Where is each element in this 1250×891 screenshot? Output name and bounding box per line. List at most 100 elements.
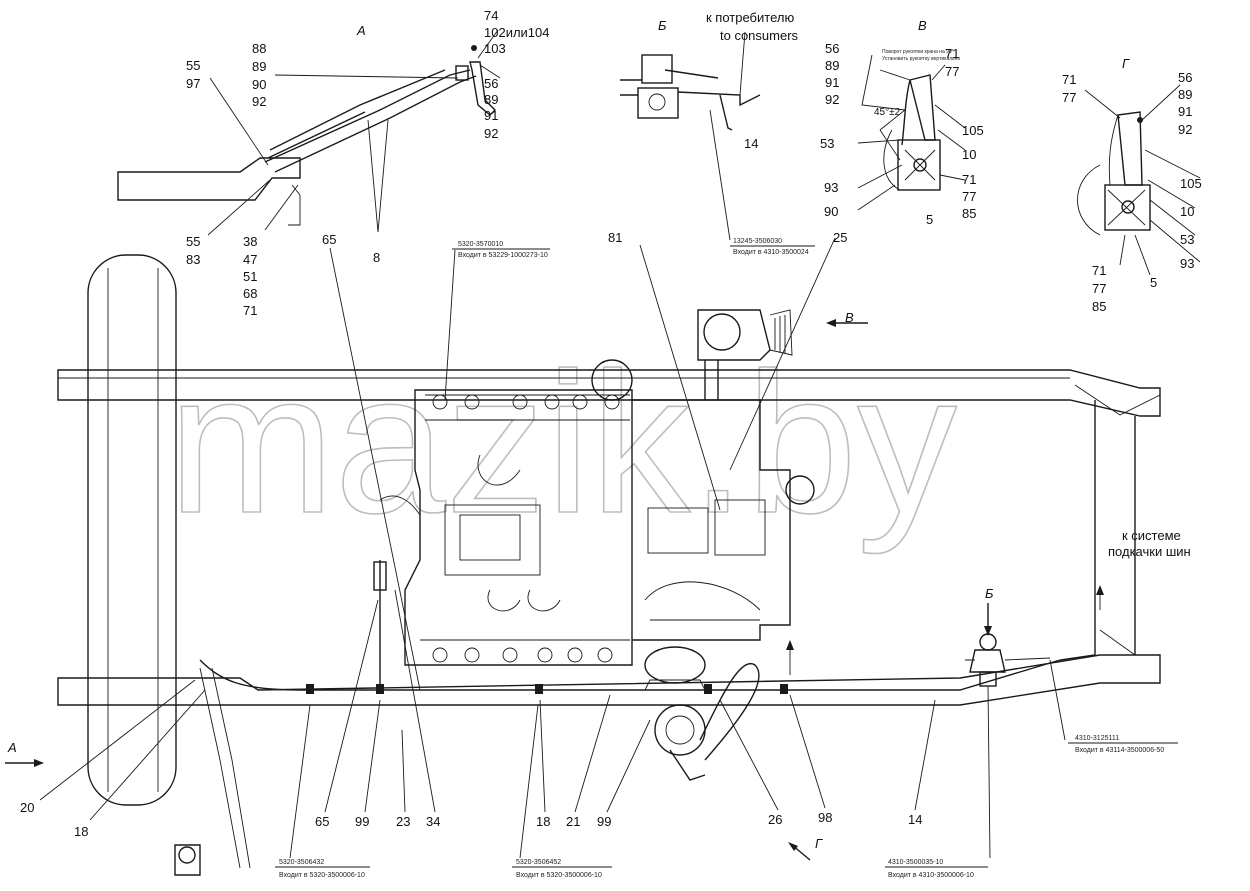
callout-10b: 10 xyxy=(1180,204,1194,219)
caption-angle: 45°±2 xyxy=(874,107,901,118)
note-4a: 5320-3506432 xyxy=(279,859,324,866)
callout-92b: 92 xyxy=(484,126,498,141)
callout-53: 53 xyxy=(820,136,834,151)
chassis-frame xyxy=(57,369,1161,706)
callout-89: 89 xyxy=(252,59,266,74)
callout-8: 8 xyxy=(373,250,380,265)
part-notes: 5320-3570010 Входит в 53229-1000273-10 1… xyxy=(275,49,1178,879)
view-v-arrow-label: В xyxy=(845,310,854,325)
callout-77d: 77 xyxy=(1092,281,1106,296)
note-2b: Входит в 4310-3500024 xyxy=(733,249,809,256)
callout-65: 65 xyxy=(322,232,336,247)
callout-85: 85 xyxy=(962,206,976,221)
note-7: Поворот рукоятки крана на 90° xyxy=(882,49,954,55)
view-b-arrow-label: Б xyxy=(985,586,994,601)
callout-71: 71 xyxy=(243,303,257,318)
callout-85b: 85 xyxy=(1092,299,1106,314)
view-b-title: Б xyxy=(658,18,667,33)
callout-51: 51 xyxy=(243,269,257,284)
caption-consumers-ru: к потребителю xyxy=(706,10,794,25)
view-a-detail xyxy=(117,45,496,226)
note-4b: Входит в 5320-3500006-10 xyxy=(279,872,365,879)
callout-71e: 71 xyxy=(1092,263,1106,278)
caption-tire-ru-1: к системе xyxy=(1122,528,1181,543)
callout-21: 21 xyxy=(566,814,580,829)
view-g-arrow-label: Г xyxy=(815,836,823,851)
note-5b: Входит в 5320-3500006-10 xyxy=(516,872,602,879)
callout-93: 93 xyxy=(824,180,838,195)
callout-89b: 89 xyxy=(484,92,498,107)
callout-77c: 77 xyxy=(1062,90,1076,105)
view-a-title: А xyxy=(356,23,366,38)
callout-103: 103 xyxy=(484,41,506,56)
callout-25: 25 xyxy=(833,230,847,245)
view-v-title: В xyxy=(918,18,927,33)
callout-labels: 88 89 90 92 55 97 74 102или104 103 56 89… xyxy=(20,8,1202,839)
note-6a: 4310-3500035-10 xyxy=(888,859,943,866)
callout-18: 18 xyxy=(74,824,88,839)
callout-56d: 56 xyxy=(1178,70,1192,85)
callout-97: 97 xyxy=(186,76,200,91)
watermark: mazik.by xyxy=(168,332,957,555)
note-3a: 4310-3125111 xyxy=(1075,735,1119,742)
callout-55b: 55 xyxy=(186,234,200,249)
callout-89d: 89 xyxy=(1178,87,1192,102)
callout-90b: 90 xyxy=(824,204,838,219)
callout-91b: 91 xyxy=(825,75,839,90)
callout-71d: 71 xyxy=(1062,72,1076,87)
callout-88: 88 xyxy=(252,41,266,56)
note-1b: Входит в 53229-1000273-10 xyxy=(458,252,548,259)
air-lines xyxy=(174,495,1096,876)
callout-65b: 65 xyxy=(315,814,329,829)
callout-34: 34 xyxy=(426,814,440,829)
callout-55: 55 xyxy=(186,58,200,73)
callout-74: 74 xyxy=(484,8,498,23)
valve-b-main xyxy=(965,633,1051,687)
view-a-arrow-label: А xyxy=(7,740,17,755)
callout-5b: 5 xyxy=(1150,275,1157,290)
caption-consumers-en: to consumers xyxy=(720,28,799,43)
front-wheel xyxy=(87,254,177,806)
view-g-detail xyxy=(1077,111,1151,236)
callout-91: 91 xyxy=(484,108,498,123)
callout-26: 26 xyxy=(768,812,782,827)
caption-tire-ru-2: подкачки шин xyxy=(1108,544,1191,559)
callout-56: 56 xyxy=(484,76,498,91)
engine-assembly xyxy=(404,359,815,691)
view-b-detail xyxy=(620,31,761,241)
callout-20: 20 xyxy=(20,800,34,815)
callout-83: 83 xyxy=(186,252,200,267)
note-5a: 5320-3506452 xyxy=(516,859,561,866)
callout-47: 47 xyxy=(243,252,257,267)
view-v-detail xyxy=(861,54,941,191)
callout-71b: 71 xyxy=(945,46,959,61)
callout-98: 98 xyxy=(818,810,832,825)
callout-23: 23 xyxy=(396,814,410,829)
callout-90: 90 xyxy=(252,77,266,92)
callout-68: 68 xyxy=(243,286,257,301)
line-fittings xyxy=(306,684,788,694)
callout-92d: 92 xyxy=(1178,122,1192,137)
view-captions: А Б В Г В Б Г А xyxy=(7,18,1130,851)
callout-56c: 56 xyxy=(825,41,839,56)
callout-92c: 92 xyxy=(825,92,839,107)
callout-81: 81 xyxy=(608,230,622,245)
callout-99b: 99 xyxy=(597,814,611,829)
callout-91c: 91 xyxy=(1178,104,1192,119)
leader-lines xyxy=(39,29,1201,859)
note-6b: Входит в 4310-3500006-10 xyxy=(888,872,974,879)
air-compressor xyxy=(697,309,793,400)
direction-arrows xyxy=(5,319,1104,861)
callout-89c: 89 xyxy=(825,58,839,73)
callout-77b: 77 xyxy=(962,189,976,204)
callout-5: 5 xyxy=(926,212,933,227)
callout-102: 102или104 xyxy=(484,25,550,40)
callout-99: 99 xyxy=(355,814,369,829)
note-1a: 5320-3570010 xyxy=(458,241,503,248)
callout-14b: 14 xyxy=(908,812,922,827)
callout-105: 105 xyxy=(962,123,984,138)
note-3b: Входит в 43114-3500006-50 xyxy=(1075,747,1164,754)
callout-105b: 105 xyxy=(1180,176,1202,191)
